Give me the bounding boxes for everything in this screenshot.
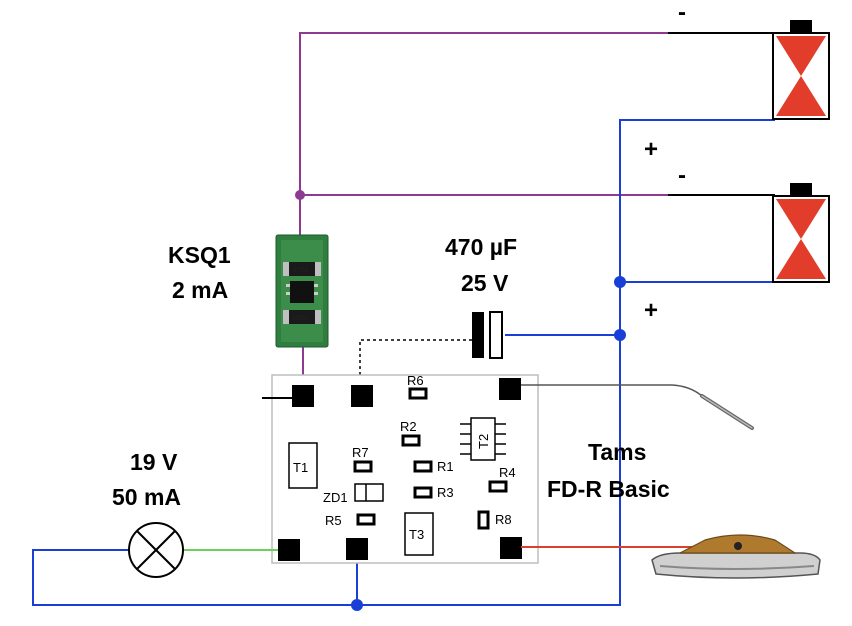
led-2 [772,183,830,283]
decoder-model-label: FD-R Basic [547,476,670,502]
pcb-r1-label: R1 [437,459,454,474]
lamp-voltage-label: 19 V [130,449,178,475]
pcb-r3-label: R3 [437,485,454,500]
decoder-brand-label: Tams [588,439,646,465]
pcb-t2-label: T2 [476,434,491,449]
blue-wires [32,119,775,606]
pcb-zd1-label: ZD1 [323,490,348,505]
pcb-r4-label: R4 [499,465,516,480]
decoder-pcb: T1 T2 T3 R6 R2 R7 R1 R3 R4 ZD1 R5 R8 [271,373,539,564]
pcb-r7-label: R7 [352,445,369,460]
pcb-r6-label: R6 [407,373,424,388]
lamp-current-label: 50 mA [112,484,181,510]
led1-plus-sign: + [644,136,658,163]
led2-minus-sign: - [678,162,686,189]
led1-minus-sign: - [678,0,686,26]
ksq1-name-label: KSQ1 [168,242,231,268]
junction-blue-1 [614,276,626,288]
pcb-r5-label: R5 [325,513,342,528]
junction-blue-2 [614,329,626,341]
junction-blue-3 [351,599,363,611]
ksq1-chip-bottom-label: 005L [293,315,309,322]
antenna [521,384,754,430]
ksq1-module: 2702 005L [275,234,329,348]
pcb-t3-label: T3 [409,527,424,542]
ksq1-current-label: 2 mA [172,277,228,303]
junction-purple [295,190,305,200]
sliding-pickup [651,534,821,579]
ksq1-chip-top-label: 2702 [293,267,309,274]
capacitor-value-label: 470 µF [445,234,517,260]
lamp-symbol [128,522,184,578]
capacitor [359,311,503,385]
pcb-r2-label: R2 [400,419,417,434]
led-lead-wires [668,32,775,196]
led-1 [772,20,830,120]
pcb-r8-label: R8 [495,512,512,527]
capacitor-voltage-label: 25 V [461,270,509,296]
led2-plus-sign: + [644,297,658,324]
pcb-t1-label: T1 [293,460,308,475]
